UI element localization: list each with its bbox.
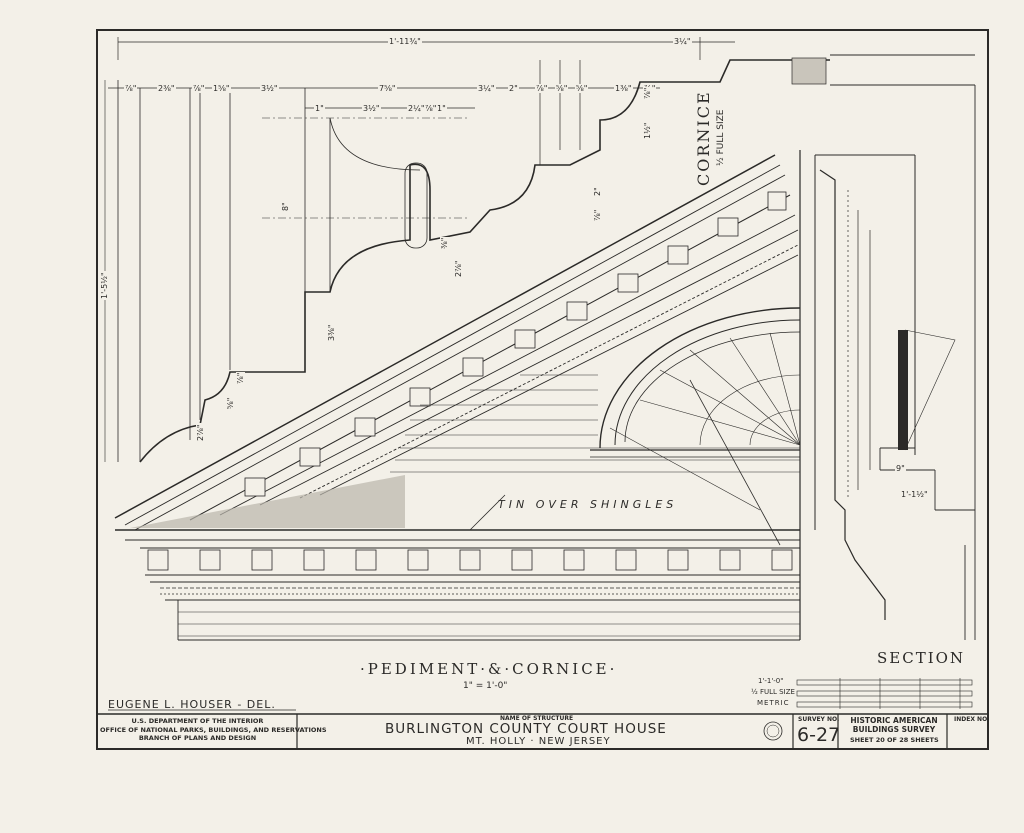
dim-lower-4: 3⅜" [327,323,336,342]
survey-org-line-1: HISTORIC AMERICAN [850,716,938,725]
dim-mid-3: ⅜" [440,236,449,250]
drawing-title: ·PEDIMENT·&·CORNICE· [360,660,618,678]
dim-left-height: 1'-5½" [100,271,109,300]
dim-section-1: 9" [895,464,906,473]
cornice-scale: ½ FULL SIZE [716,109,726,166]
dim-top-3: ⅞" [192,84,206,93]
cornice-modillions [147,549,793,571]
wall-brick [178,611,800,637]
cornice-title: CORNICE [694,90,713,186]
dim-top-9: ⅞" [535,84,549,93]
scale-label-3: METRIC [757,699,790,707]
dim-top-6: 7⅝" [378,84,397,93]
dim-inner-1: 1" [314,104,325,113]
section-profile [819,169,886,620]
dim-top-overall: 1'-11¾" [388,37,422,46]
cornice-profile [139,59,830,463]
dim-lower-2: ⅝" [226,396,235,410]
location: MT. HOLLY · NEW JERSEY [466,736,611,747]
dim-top-4: 1⅝" [212,84,231,93]
fanlight-window [599,307,801,449]
dim-lower-1: 2⅞" [196,423,205,442]
dim-top-1: ⅞" [124,84,138,93]
dim-mid-2: 2⅞" [454,259,463,278]
dim-small-1: ⅞" [643,86,652,100]
dim-inner-3: 2¼" [407,104,426,113]
dim-top-8: 2" [508,84,519,93]
sheet-number: SHEET 20 OF 28 SHEETS [850,736,939,744]
agency-block: U.S. DEPARTMENT OF THE INTERIOR OFFICE O… [100,717,327,743]
seal-icon [763,721,783,741]
rake-top [114,154,776,519]
agency-line-2: OFFICE OF NATIONAL PARKS, BUILDINGS, AND… [100,725,327,734]
dim-small-2: 1½" [643,121,652,140]
scale-bars [796,678,973,709]
agency-line-1: U.S. DEPARTMENT OF THE INTERIOR [131,717,264,725]
rake-modillions [244,191,787,497]
dim-top-12: 1⅜" [614,84,633,93]
dim-mid-1: 8" [281,201,290,212]
section-title: SECTION [877,649,966,667]
delineator: EUGENE L. HOUSER - DEL. [108,698,276,711]
dim-section-2: 1'-1½" [900,490,929,499]
survey-org: HISTORIC AMERICAN BUILDINGS SURVEY [842,716,946,734]
dim-small-4: ⅞" [593,208,602,222]
dim-top-11: ⅝" [575,84,589,93]
survey-number: 6-27 [797,724,841,746]
dim-inner-2: 3½" [362,104,381,113]
dim-top-5: 3½" [260,84,279,93]
dim-inner-4: ⅞" [424,104,438,113]
structure-name: BURLINGTON COUNTY COURT HOUSE [385,721,667,737]
dim-top-10: ⅝" [555,84,569,93]
dim-lower-3: ⅞" [236,371,245,385]
structure-label: NAME OF STRUCTURE [500,715,574,722]
dim-top-7: 3¼" [477,84,496,93]
scale-label-2: ½ FULL SIZE [751,688,795,696]
survey-org-line-2: BUILDINGS SURVEY [852,725,936,734]
dim-top-right: 3¼" [673,37,692,46]
dim-top-2: 2⅜" [157,84,176,93]
drawing-scale: 1" = 1'-0" [463,681,508,691]
agency-line-3: BRANCH OF PLANS AND DESIGN [138,734,257,742]
tin-over-shingles-note: TIN OVER SHINGLES [498,498,678,511]
sheet-border [96,29,989,750]
dim-small-3: 2" [593,186,602,197]
survey-label: SURVEY NO. [798,716,840,723]
index-label: INDEX NO. [954,716,990,723]
dim-inner-5: 1" [436,104,447,113]
scale-label-1: 1'-1'-0" [758,677,784,685]
